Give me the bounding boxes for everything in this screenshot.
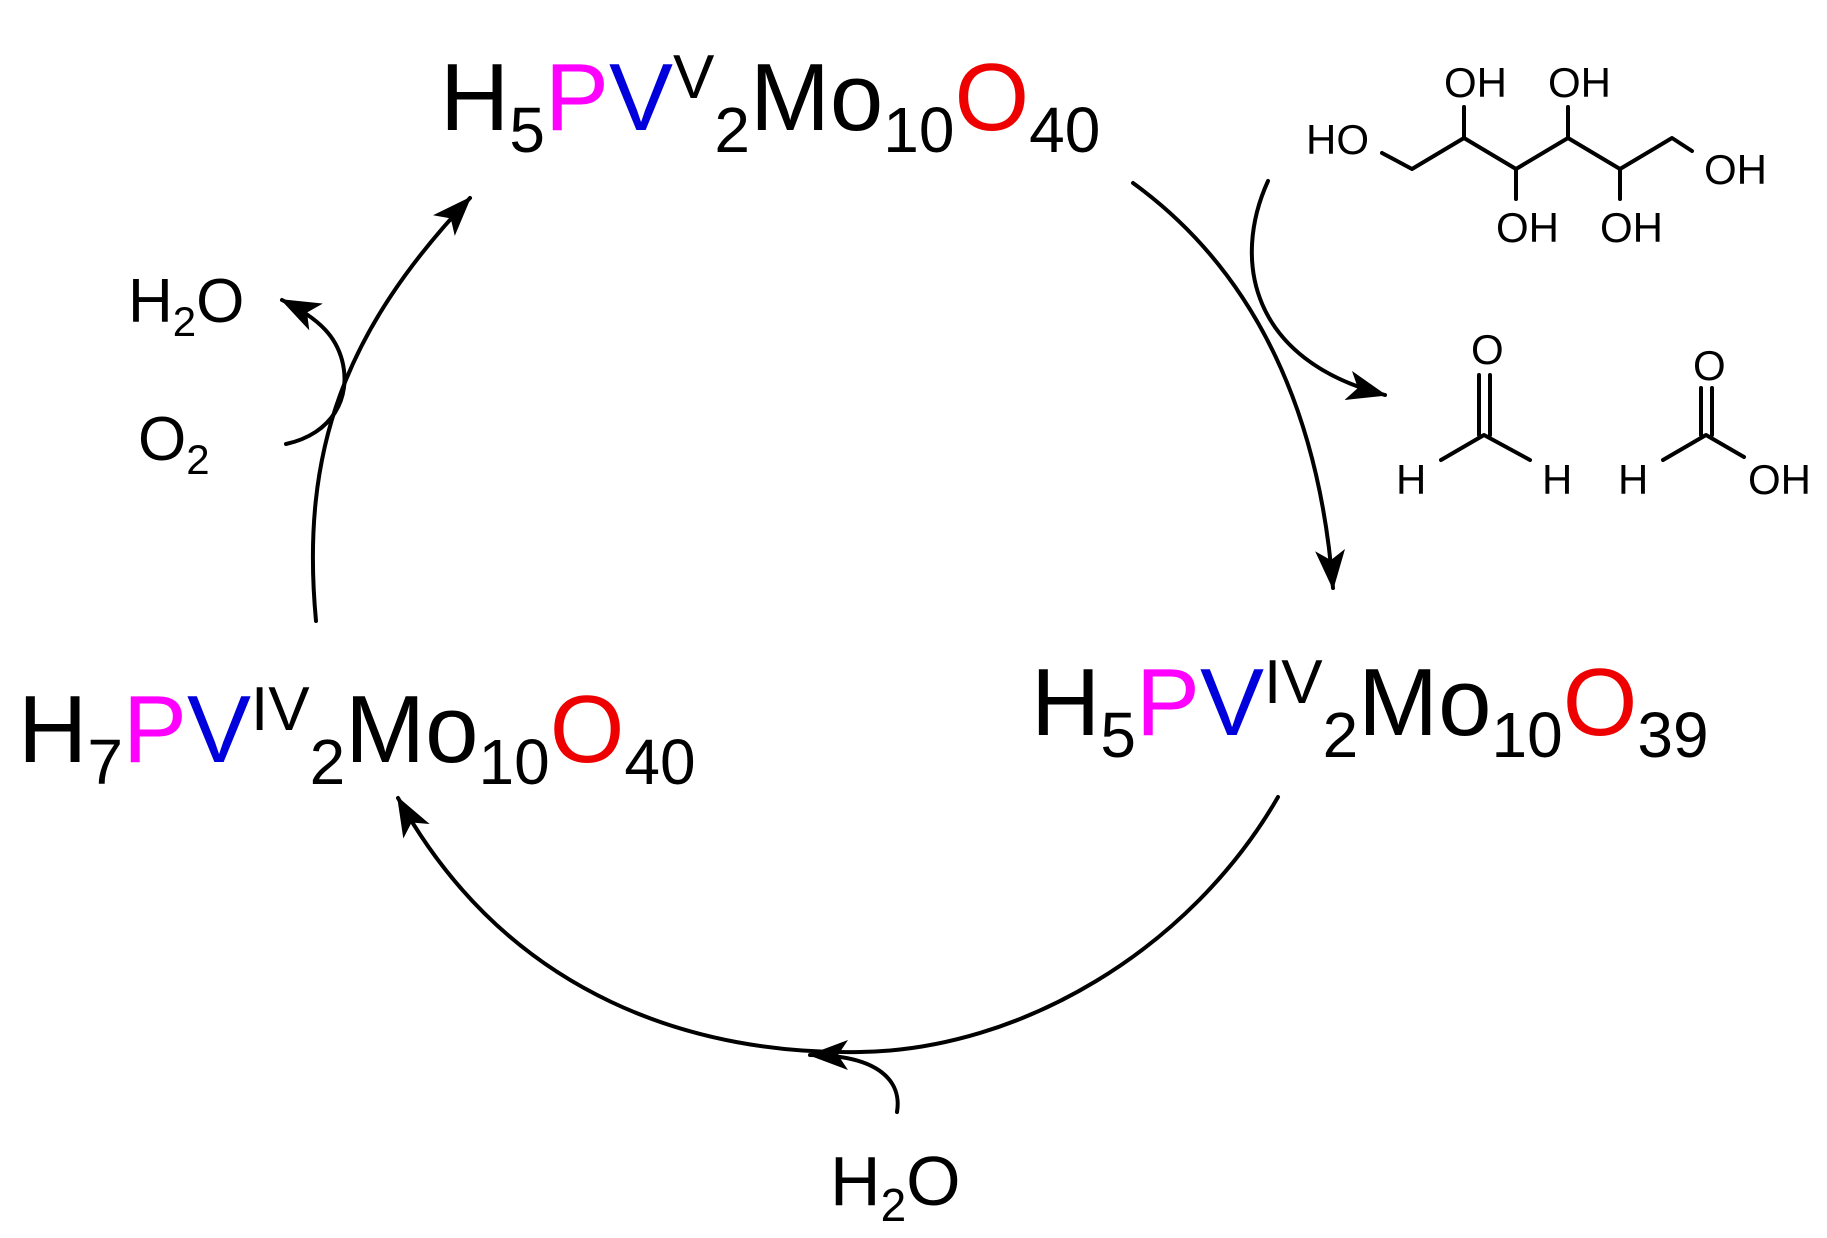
arrow-right-to-left: [396, 795, 1280, 1055]
catalyst-top-v: V: [609, 44, 673, 151]
oxygen-left-label: O2: [138, 405, 210, 483]
water-left-count: 2: [173, 298, 196, 345]
oxygen-left-count: 2: [186, 436, 209, 483]
arrow-water-into-cycle: [808, 1040, 900, 1114]
oxygen-left-o: O: [138, 405, 186, 474]
sorbitol-bonds: [1380, 105, 1694, 201]
arrow-top-to-right: [1131, 181, 1346, 590]
catalyst-left-mo: Mo: [345, 676, 478, 783]
arrow-sorbitol-to-products: [1249, 179, 1387, 400]
cycle-arrows: [310, 181, 1346, 1055]
catalyst-top-h-count: 5: [509, 94, 545, 166]
water-bottom-label: H2O: [830, 1142, 961, 1231]
catalyst-right-h: H: [1031, 649, 1100, 756]
water-left-label: H2O: [128, 267, 244, 345]
arrow-oxygen-to-water: [280, 298, 347, 446]
formic-acid-structure: O H OH: [1618, 342, 1811, 503]
catalyst-right-v-oxidation: IV: [1264, 648, 1323, 717]
sorbitol-ho-left: HO: [1306, 116, 1369, 163]
catalyst-left-p: P: [123, 676, 187, 783]
catalyst-top-v-oxidation: V: [673, 43, 715, 112]
catalyst-right-p: P: [1136, 649, 1200, 756]
formaldehyde-o: O: [1471, 326, 1504, 373]
sorbitol-structure: HO OH OH OH OH OH: [1306, 59, 1767, 251]
catalyst-left-h-count: 7: [87, 726, 123, 798]
catalyst-left-formula: H7PVIV2Mo10O40: [18, 675, 696, 798]
water-bottom-h: H: [830, 1142, 881, 1220]
catalyst-top-v-count: 2: [714, 94, 750, 166]
catalyst-right-mo-count: 10: [1492, 699, 1563, 771]
formaldehyde-h-right: H: [1542, 456, 1572, 503]
catalyst-top-formula: H5PVV2Mo10O40: [440, 43, 1100, 166]
water-bottom-count: 2: [881, 1179, 907, 1231]
formic-acid-oh: OH: [1748, 456, 1811, 503]
catalyst-top-o-count: 40: [1029, 94, 1100, 166]
sorbitol-oh-top-2: OH: [1548, 59, 1611, 106]
water-left-o: O: [196, 267, 244, 336]
arrow-left-to-top: [310, 196, 472, 623]
catalyst-left-v-count: 2: [310, 726, 346, 798]
catalyst-left-mo-count: 10: [479, 726, 550, 798]
catalyst-right-formula: H5PVIV2Mo10O39: [1031, 648, 1709, 771]
catalyst-top-o: O: [954, 44, 1029, 151]
catalyst-left-v-oxidation: IV: [251, 675, 310, 744]
catalyst-top-mo-count: 10: [883, 94, 954, 166]
catalyst-left-h: H: [18, 676, 87, 783]
catalyst-right-o: O: [1563, 649, 1638, 756]
catalyst-right-v: V: [1200, 649, 1264, 756]
catalyst-left-o: O: [550, 676, 625, 783]
sorbitol-oh-bottom-1: OH: [1496, 204, 1559, 251]
catalyst-right-o-count: 39: [1637, 699, 1708, 771]
formic-acid-bonds: [1661, 386, 1746, 462]
catalyst-right-v-count: 2: [1323, 699, 1359, 771]
side-arrows: [280, 179, 1387, 1114]
formaldehyde-bonds: [1439, 373, 1532, 462]
sorbitol-oh-top-1: OH: [1444, 59, 1507, 106]
catalyst-right-h-count: 5: [1100, 699, 1136, 771]
formaldehyde-h-left: H: [1396, 456, 1426, 503]
catalyst-top-h: H: [440, 44, 509, 151]
formaldehyde-structure: O H H: [1396, 326, 1572, 503]
sorbitol-oh-bottom-2: OH: [1600, 204, 1663, 251]
catalyst-top-p: P: [545, 44, 609, 151]
formic-acid-o: O: [1693, 342, 1726, 389]
catalyst-right-mo: Mo: [1358, 649, 1491, 756]
catalyst-left-v: V: [187, 676, 251, 783]
sorbitol-oh-right: OH: [1704, 146, 1767, 193]
water-left-h: H: [128, 267, 173, 336]
formic-acid-h-left: H: [1618, 456, 1648, 503]
water-bottom-o: O: [906, 1142, 960, 1220]
catalyst-left-o-count: 40: [624, 726, 695, 798]
catalyst-top-mo: Mo: [750, 44, 883, 151]
